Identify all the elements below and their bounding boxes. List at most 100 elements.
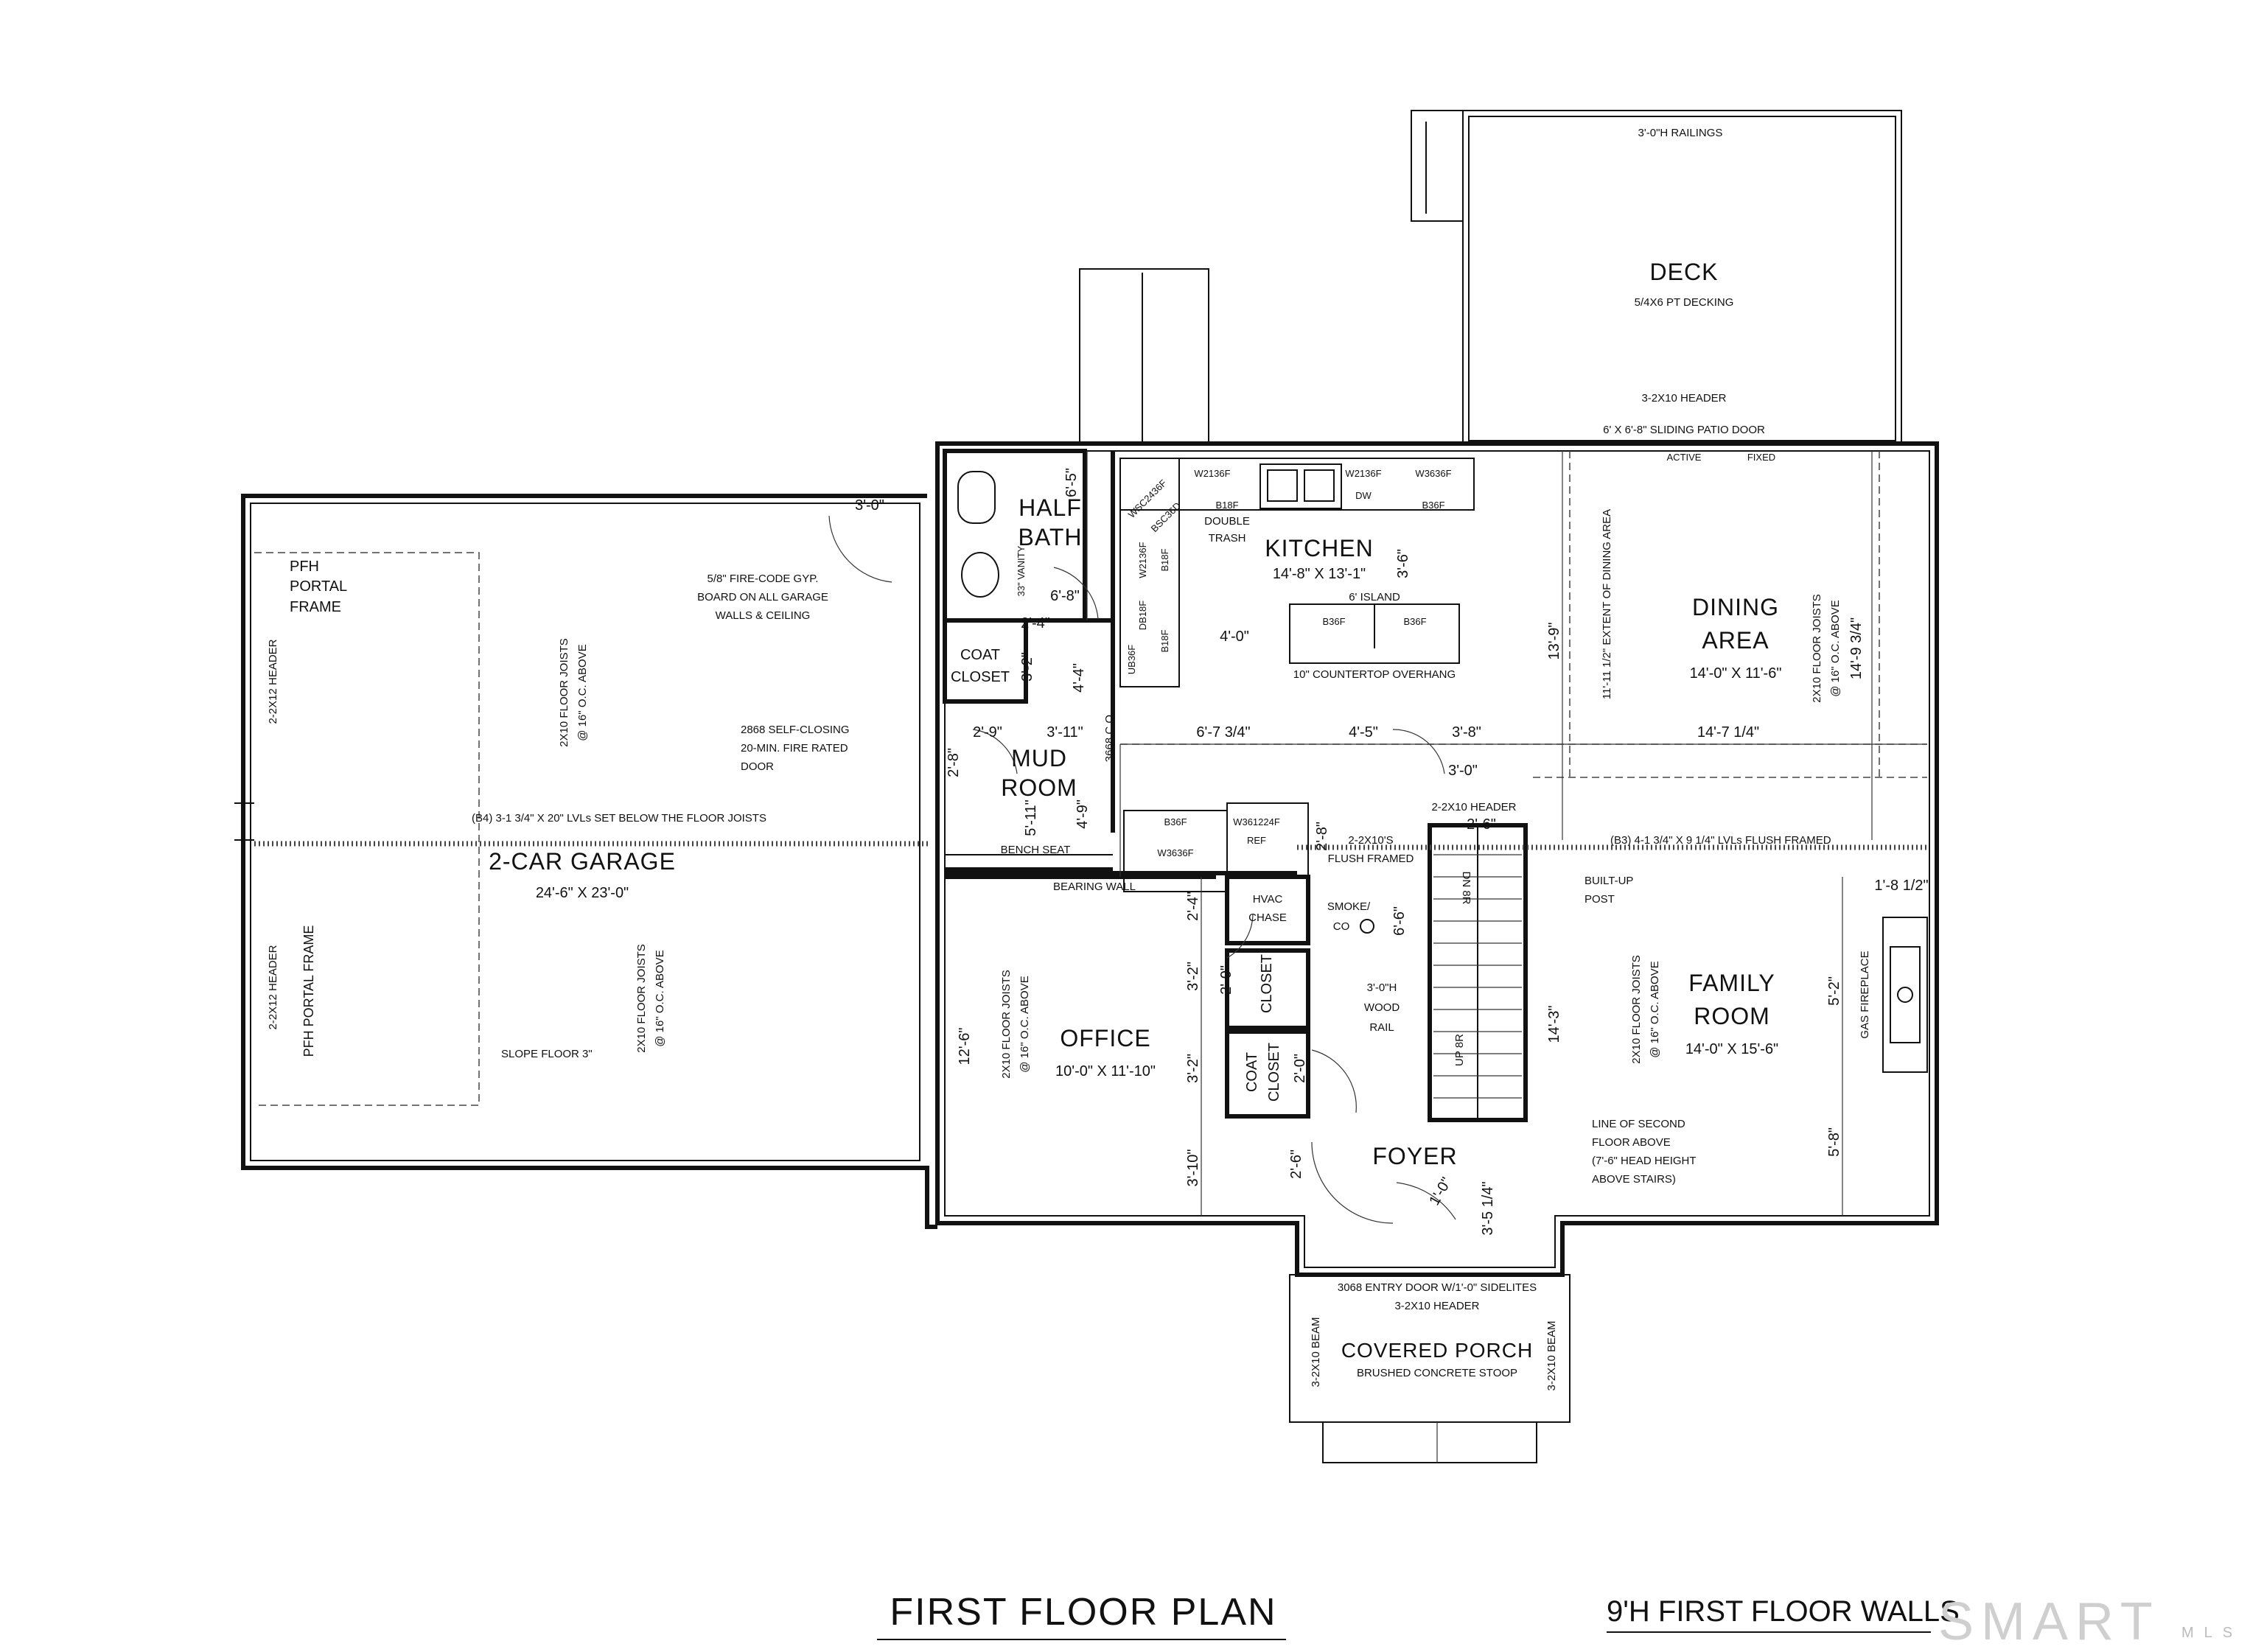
cab-w2136f: W2136F bbox=[1194, 468, 1230, 479]
garage-name: 2-CAR GARAGE bbox=[489, 848, 676, 875]
dim-2-6: 2'-6" bbox=[1467, 816, 1496, 833]
extent-dining-note: 11'-11 1/2" EXTENT OF DINING AREA bbox=[1601, 509, 1613, 699]
coat-closet1-l1: COAT bbox=[960, 647, 1000, 663]
smoke-note2: CO bbox=[1333, 920, 1350, 933]
self-closing-note2: 20-MIN. FIRE RATED bbox=[741, 742, 848, 755]
dining-name1: DINING bbox=[1692, 594, 1779, 620]
garage-header-bot: 2-2X12 HEADER bbox=[267, 945, 279, 1029]
second-floor-note4: ABOVE STAIRS) bbox=[1592, 1173, 1676, 1186]
family-name1: FAMILY bbox=[1688, 970, 1775, 996]
rail-note1: 3'-0"H bbox=[1367, 981, 1397, 994]
builtup-note2: POST bbox=[1585, 893, 1615, 906]
flush-note1: 2-2X10'S bbox=[1348, 834, 1393, 847]
dim-3-2c: 3'-2" bbox=[1185, 1054, 1201, 1083]
cab-w2136: W2136F bbox=[1137, 542, 1148, 578]
cab-w2136f-b: W2136F bbox=[1345, 468, 1381, 479]
dim-2-8: 2'-8" bbox=[946, 748, 962, 777]
patio-door-note: 6' X 6'-8" SLIDING PATIO DOOR bbox=[1603, 424, 1765, 436]
dim-5-11: 5'-11" bbox=[1023, 799, 1039, 836]
cab-b36f-low: B36F bbox=[1164, 816, 1187, 827]
dim-5-8: 5'-8" bbox=[1826, 1127, 1842, 1157]
mud-room-name2: ROOM bbox=[1001, 774, 1077, 801]
dim-3-8: 3'-8" bbox=[1452, 724, 1481, 741]
pfh-note1: PFH bbox=[290, 559, 319, 575]
self-closing-note3: DOOR bbox=[741, 760, 774, 773]
dim-4-5: 4'-5" bbox=[1349, 724, 1378, 741]
plan-title: FIRST FLOOR PLAN bbox=[890, 1591, 1276, 1634]
firecode-note2: BOARD ON ALL GARAGE bbox=[697, 591, 828, 603]
joists-family1: 2X10 FLOOR JOISTS bbox=[1630, 955, 1643, 1064]
dim-4-4: 4'-4" bbox=[1071, 663, 1087, 693]
beam-right-note: 3-2X10 BEAM bbox=[1545, 1320, 1558, 1390]
dim-3-2b: 3'-2" bbox=[1185, 962, 1201, 991]
cab-w3636f-low: W3636F bbox=[1157, 847, 1193, 858]
second-floor-note3: (7'-6" HEAD HEIGHT bbox=[1592, 1155, 1697, 1167]
joists-garage-bot1: 2X10 FLOOR JOISTS bbox=[635, 944, 648, 1053]
bearing-wall-note: BEARING WALL bbox=[1053, 881, 1136, 893]
cab-b36f-isl2: B36F bbox=[1403, 616, 1426, 627]
coat-closet1-l2: CLOSET bbox=[951, 669, 1010, 685]
cab-db18: DB18F bbox=[1137, 601, 1148, 631]
pfh-portal-frame-note: PFH PORTAL FRAME bbox=[301, 925, 316, 1057]
cab-b18f-b: B18F bbox=[1159, 548, 1170, 571]
door-swings bbox=[828, 515, 1456, 1224]
joists-garage-top2: @ 16" O.C. ABOVE bbox=[576, 644, 589, 741]
stair-down-note: DN 8R bbox=[1460, 871, 1472, 904]
family-size: 14'-0" X 15'-6" bbox=[1685, 1041, 1778, 1057]
coat-closet2-l1: COAT bbox=[1244, 1052, 1260, 1092]
self-closing-note1: 2868 SELF-CLOSING bbox=[741, 724, 850, 736]
hvac-note1: HVAC bbox=[1253, 893, 1283, 906]
dim-3-11: 3'-11" bbox=[1047, 724, 1083, 741]
dim-3-5: 3'-5 1/4" bbox=[1480, 1181, 1496, 1235]
kitchen-size: 14'-8" X 13'-1" bbox=[1273, 566, 1366, 582]
dim-6-6: 6'-6" bbox=[1391, 906, 1408, 936]
active-note: ACTIVE bbox=[1667, 452, 1702, 463]
dim-3-0: 3'-0" bbox=[855, 497, 884, 514]
garage-size: 24'-6" X 23'-0" bbox=[536, 885, 629, 901]
covered-porch bbox=[1289, 1274, 1571, 1463]
double-trash2: TRASH bbox=[1209, 532, 1246, 545]
porch-name: COVERED PORCH bbox=[1341, 1339, 1533, 1362]
pfh-note2: PORTAL bbox=[290, 578, 347, 595]
second-floor-note1: LINE OF SECOND bbox=[1592, 1118, 1685, 1130]
dim-3-10: 3'-10" bbox=[1185, 1149, 1201, 1187]
dim-2-4c: 2'-4" bbox=[1185, 892, 1201, 921]
kitchen-name: KITCHEN bbox=[1265, 535, 1373, 561]
flush-note2: FLUSH FRAMED bbox=[1328, 853, 1414, 865]
dim-14-7: 14'-7 1/4" bbox=[1697, 724, 1759, 741]
dining-size: 14'-0" X 11'-6" bbox=[1690, 665, 1782, 682]
foyer-name: FOYER bbox=[1372, 1143, 1457, 1169]
island-note: 6' ISLAND bbox=[1349, 591, 1400, 603]
firecode-note1: 5/8" FIRE-CODE GYP. bbox=[708, 573, 819, 585]
plumbing-fixtures bbox=[957, 463, 1342, 598]
vanity-note: 33" VANITY bbox=[1016, 545, 1027, 596]
cab-w361224f: W361224F bbox=[1233, 816, 1280, 827]
smoke-note1: SMOKE/ bbox=[1327, 900, 1371, 913]
smoke-detector-icon bbox=[1360, 919, 1374, 934]
dim-2-4a: 2'-4" bbox=[1021, 615, 1050, 631]
cab-b36f: B36F bbox=[1422, 500, 1444, 511]
slope-note: SLOPE FLOOR 3" bbox=[501, 1048, 593, 1060]
cab-b36f-isl1: B36F bbox=[1322, 616, 1345, 627]
dim-6-7: 6'-7 3/4" bbox=[1196, 724, 1250, 741]
joists-garage-bot2: @ 16" O.C. ABOVE bbox=[654, 950, 666, 1046]
cab-ref: REF bbox=[1247, 835, 1266, 846]
cab-ub36f: UB36F bbox=[1126, 645, 1137, 675]
office-size: 10'-0" X 11'-10" bbox=[1055, 1063, 1156, 1079]
dim-14-3: 14'-3" bbox=[1546, 1006, 1562, 1043]
deck bbox=[1411, 110, 1902, 443]
co-note: 3668 C.O. bbox=[1103, 712, 1116, 762]
dim-1-8: 1'-8 1/2" bbox=[1874, 878, 1928, 894]
porch-sub: BRUSHED CONCRETE STOOP bbox=[1357, 1367, 1517, 1379]
joists-office1: 2X10 FLOOR JOISTS bbox=[1000, 970, 1013, 1079]
hvac-note2: CHASE bbox=[1248, 911, 1287, 924]
dim-4-9: 4'-9" bbox=[1075, 799, 1091, 829]
cab-b18f: B18F bbox=[1215, 500, 1238, 511]
railings-note: 3'-0"H RAILINGS bbox=[1638, 127, 1723, 139]
dim-4-0: 4'-0" bbox=[1220, 629, 1249, 645]
rail-note3: RAIL bbox=[1369, 1021, 1394, 1034]
dimension-lines bbox=[1086, 451, 1927, 1216]
labels: 2-CAR GARAGE 24'-6" X 23'-0" HALF BATH K… bbox=[267, 127, 1929, 1391]
dim-5-2: 5'-2" bbox=[1826, 976, 1842, 1006]
